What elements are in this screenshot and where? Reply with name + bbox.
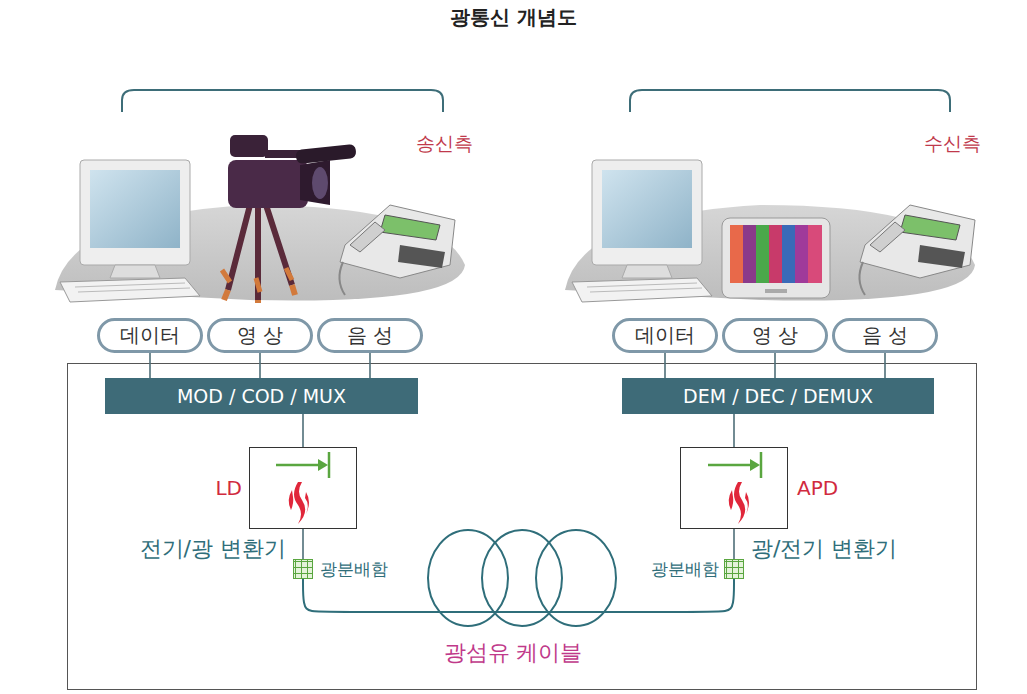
- diagram-title: 광통신 개념도: [0, 4, 1027, 31]
- converter-box: LD전기/광 변환기: [249, 447, 357, 529]
- distribution-box: 광분배함: [724, 559, 744, 579]
- diode-symbol: [276, 452, 761, 478]
- node-label: 음 성: [347, 322, 393, 349]
- signal-line: [149, 353, 151, 378]
- side-label: 수신측: [924, 131, 981, 157]
- bracket: [630, 90, 950, 112]
- device-label: LD: [215, 476, 242, 500]
- television: [722, 218, 830, 298]
- device-label: APD: [797, 476, 838, 500]
- part-name: 광분배함: [320, 558, 388, 581]
- node-label: 영 상: [752, 322, 798, 349]
- video-camera: [222, 135, 357, 303]
- node-label: MOD / COD / MUX: [177, 385, 346, 407]
- signal-line: [664, 353, 666, 378]
- computer: [572, 160, 712, 302]
- signal-line: [259, 353, 261, 378]
- part-name: 광분배함: [651, 558, 719, 581]
- node-label: 영 상: [237, 322, 283, 349]
- node-label: 음 성: [862, 322, 908, 349]
- cable-label: 광섬유 케이블: [444, 638, 583, 668]
- signal-line: [302, 414, 304, 447]
- input-pill: 영 상: [207, 318, 313, 353]
- telephone: [339, 205, 455, 295]
- signal-line: [369, 353, 371, 378]
- modulator-bar: MOD / COD / MUX: [105, 378, 418, 414]
- signal-line: [733, 414, 735, 447]
- signal-line: [733, 529, 735, 559]
- input-pill: 음 성: [317, 318, 423, 353]
- part-name: 전기/광 변환기: [140, 534, 286, 564]
- output-pill: 음 성: [832, 318, 938, 353]
- signal-line: [884, 353, 886, 378]
- part-name: 광/전기 변환기: [751, 534, 897, 564]
- system-frame: [68, 364, 977, 690]
- optical-fiber: [303, 579, 734, 612]
- signal-line: [302, 529, 304, 559]
- converter-box: APD광/전기 변환기: [680, 447, 788, 529]
- node-label: DEM / DEC / DEMUX: [683, 385, 873, 407]
- bracket: [122, 90, 443, 112]
- node-label: 데이터: [635, 322, 695, 349]
- distribution-box: 광분배함: [293, 559, 313, 579]
- output-pill: 데이터: [612, 318, 718, 353]
- side-label: 송신측: [416, 131, 473, 157]
- telephone: [859, 205, 975, 295]
- node-label: 데이터: [120, 322, 180, 349]
- computer: [60, 160, 200, 302]
- signal-line: [774, 353, 776, 378]
- demodulator-bar: DEM / DEC / DEMUX: [622, 378, 934, 414]
- output-pill: 영 상: [722, 318, 828, 353]
- input-pill: 데이터: [97, 318, 203, 353]
